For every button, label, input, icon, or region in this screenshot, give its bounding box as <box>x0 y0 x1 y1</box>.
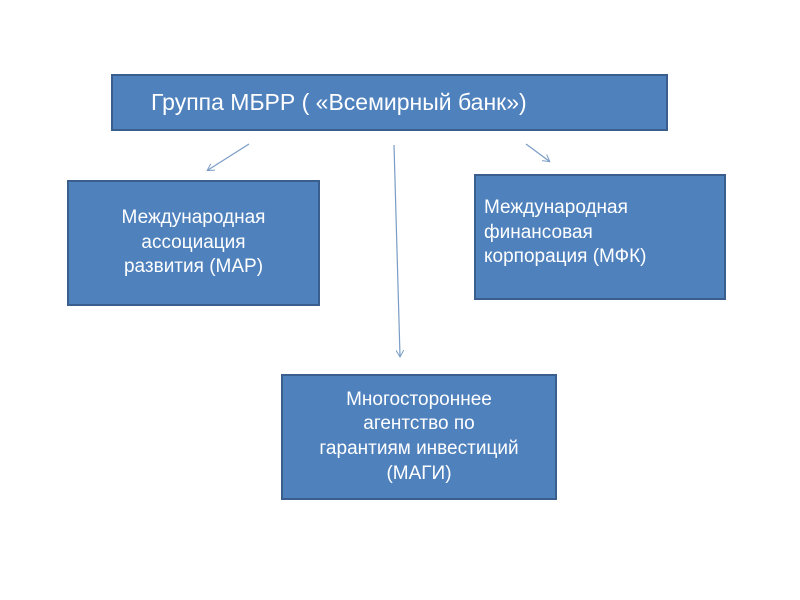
connector-to-mar <box>208 143 250 170</box>
node-mar-box: Международная ассоциация развития (МАР) <box>67 180 320 306</box>
node-magi-label: Многостороннее агентство по гарантиям ин… <box>319 388 519 484</box>
node-mfk-label: Международная финансовая корпорация (МФК… <box>484 197 647 268</box>
node-magi-box: Многостороннее агентство по гарантиям ин… <box>281 374 557 500</box>
root-node-label: Группа МБРР ( «Всемирный банк») <box>151 88 527 115</box>
node-mar-label: Международная ассоциация развития (МАР) <box>121 206 266 278</box>
connector-to-magi <box>393 144 400 356</box>
node-mfk-box: Международная финансовая корпорация (МФК… <box>474 174 726 300</box>
root-node-box: Группа МБРР ( «Всемирный банк») <box>111 74 668 131</box>
connector-to-mfk <box>525 143 549 161</box>
